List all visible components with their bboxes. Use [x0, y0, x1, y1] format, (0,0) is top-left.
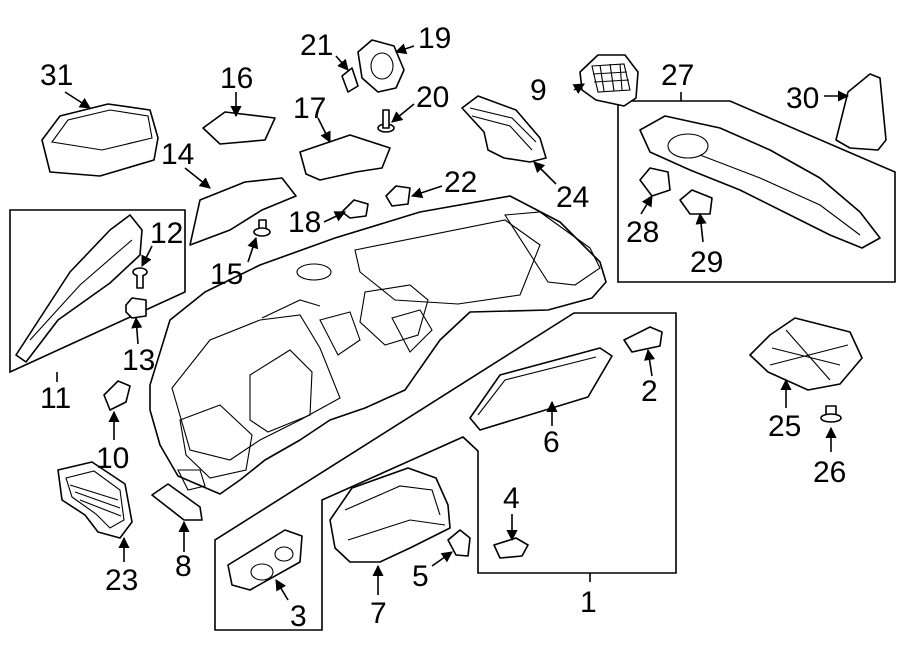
callout-18: 18 — [288, 206, 321, 239]
bracket-part-18 — [341, 199, 369, 219]
callout-11: 11 — [40, 382, 71, 415]
group-box-27 — [617, 100, 896, 283]
callout-19: 19 — [418, 22, 451, 55]
callout-23: 23 — [105, 564, 138, 597]
callout-6: 6 — [543, 426, 560, 459]
callout-22: 22 — [444, 166, 477, 199]
trim-ring-part-19 — [357, 39, 405, 93]
callout-13: 13 — [122, 344, 155, 377]
callout-7: 7 — [370, 597, 387, 630]
air-vent-part-23 — [57, 461, 133, 539]
latch-part-4 — [493, 537, 529, 559]
glove-box-part-7 — [329, 467, 451, 563]
clip-part-13 — [125, 297, 147, 319]
callout-25: 25 — [768, 410, 801, 443]
callout-29: 29 — [690, 246, 723, 279]
shield-part-25 — [749, 317, 863, 391]
fastener-part-15 — [253, 219, 271, 237]
callout-30: 30 — [786, 82, 819, 115]
trim-strip-detail-11 — [29, 239, 133, 341]
bracket-part-28 — [639, 167, 671, 197]
leader-lines — [56, 43, 850, 601]
callout-27: 27 — [661, 59, 694, 92]
callout-1: 1 — [580, 586, 597, 619]
callout-12: 12 — [150, 217, 183, 250]
callout-26: 26 — [813, 456, 846, 489]
callout-21: 21 — [300, 29, 333, 62]
tab-part-21 — [341, 67, 359, 93]
group-box-11 — [9, 209, 186, 374]
screw-part-12 — [132, 267, 148, 289]
bracket-part-29 — [679, 189, 713, 215]
bracket-part-10 — [103, 380, 131, 411]
air-vent-part-24 — [461, 95, 547, 163]
panel-part-17 — [299, 134, 391, 181]
callout-8: 8 — [175, 550, 192, 583]
callout-20: 20 — [416, 81, 449, 114]
callout-24: 24 — [556, 181, 589, 214]
bracket-part-14 — [189, 177, 297, 246]
callout-15: 15 — [210, 258, 243, 291]
grille-part-9 — [579, 54, 639, 107]
trim-strip-part-11 — [15, 214, 143, 363]
callout-16: 16 — [220, 62, 253, 95]
cover-part-30 — [835, 73, 887, 151]
storage-compartment-part-6 — [469, 347, 613, 431]
callout-31: 31 — [40, 59, 73, 92]
switch-panel-part-3 — [227, 529, 303, 591]
clip-part-22 — [385, 185, 411, 207]
airbag-module-part-31 — [41, 103, 159, 177]
callout-4: 4 — [503, 482, 520, 515]
bracket-part-5 — [447, 529, 471, 557]
callout-2: 2 — [641, 375, 658, 408]
panel-part-16 — [202, 111, 276, 145]
callout-28: 28 — [626, 216, 659, 249]
callout-9: 9 — [530, 74, 547, 107]
group-box-1 — [214, 312, 677, 631]
callout-5: 5 — [412, 560, 429, 593]
fastener-part-26 — [820, 405, 842, 423]
callout-10: 10 — [96, 442, 129, 475]
callout-17: 17 — [293, 92, 326, 125]
screw-part-20 — [377, 109, 395, 133]
cross-car-beam-part-27 — [639, 115, 881, 249]
trim-piece-part-8 — [151, 483, 203, 521]
cover-part-2 — [623, 326, 663, 353]
callout-14: 14 — [161, 138, 194, 171]
instrument-panel-part — [149, 195, 607, 495]
callout-3: 3 — [290, 600, 307, 633]
